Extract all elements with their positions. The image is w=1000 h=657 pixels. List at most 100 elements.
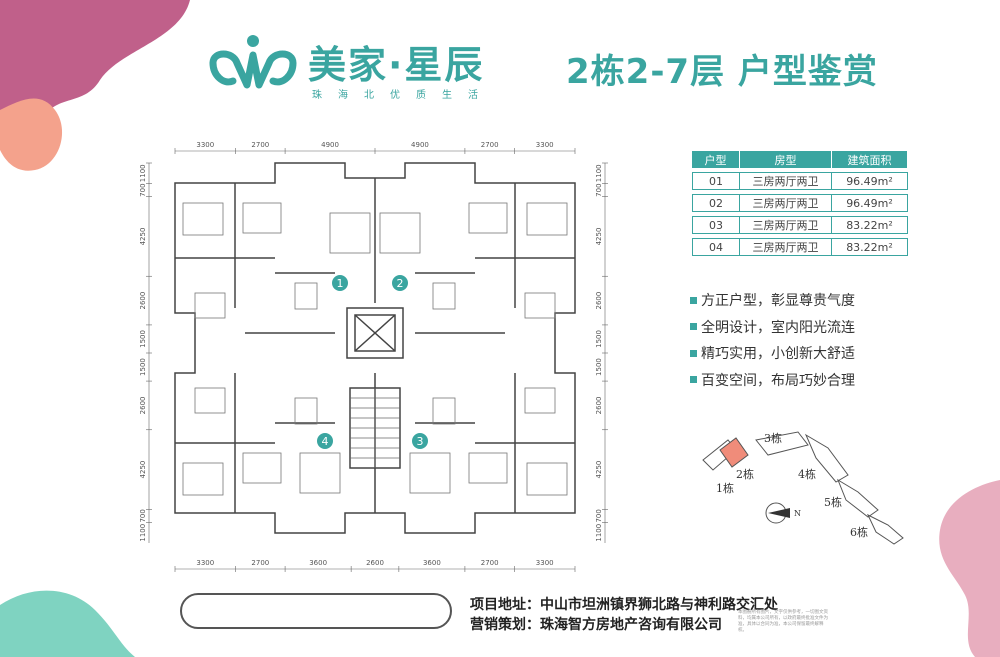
bullet-square-icon bbox=[690, 296, 697, 304]
list-item: 全明设计，室内阳光流连 bbox=[690, 317, 855, 337]
dimension-label: 1100 bbox=[139, 524, 147, 542]
plan-walls bbox=[174, 162, 576, 534]
unit-marker-circle bbox=[317, 433, 333, 449]
dimension-label: 3300 bbox=[196, 141, 214, 149]
cell-area: 96.49m² bbox=[832, 194, 908, 212]
pink-blob-top-left bbox=[0, 0, 190, 171]
dimension-label: 4250 bbox=[139, 461, 147, 479]
dimension-label: 2600 bbox=[595, 292, 603, 310]
empty-rounded-box bbox=[180, 593, 452, 629]
cell-layout: 三房两厅两卫 bbox=[740, 238, 832, 256]
mint-blob-bottom-left bbox=[0, 590, 135, 657]
cell-unit-no: 02 bbox=[692, 194, 740, 212]
unit-marker-circle bbox=[412, 433, 428, 449]
dimension-label: 700 bbox=[139, 509, 147, 522]
dimension-label: 1500 bbox=[595, 358, 603, 376]
dimension-label: 3300 bbox=[196, 559, 214, 567]
dimension-label: 1500 bbox=[595, 330, 603, 348]
dimension-label: 3300 bbox=[536, 141, 554, 149]
north-label: N bbox=[794, 509, 801, 518]
dimension-label: 700 bbox=[595, 183, 603, 196]
dimension-label: 700 bbox=[139, 183, 147, 196]
dimension-label: 4900 bbox=[411, 141, 429, 149]
cell-unit-no: 03 bbox=[692, 216, 740, 234]
building-2-outline bbox=[719, 437, 749, 468]
dimension-label: 2600 bbox=[139, 292, 147, 310]
sitemap-label: 5栋 bbox=[824, 495, 842, 509]
dimension-label: 4250 bbox=[595, 228, 603, 246]
furniture bbox=[182, 202, 568, 496]
sitemap-label: 4栋 bbox=[798, 467, 816, 481]
dimension-label: 1100 bbox=[139, 164, 147, 182]
unit-marker-circle bbox=[392, 275, 408, 291]
cell-layout: 三房两厅两卫 bbox=[740, 194, 832, 212]
table-header-layout: 房型 bbox=[740, 151, 832, 168]
dimension-label: 2600 bbox=[139, 396, 147, 414]
table-header-unit: 户型 bbox=[692, 151, 740, 168]
brand-name: 美家·星辰 bbox=[308, 43, 485, 87]
dimension-label: 700 bbox=[595, 509, 603, 522]
unit-marker-label: 1 bbox=[337, 277, 344, 290]
disclaimer-text: 本图册所有图片，文字仅供参考，一切图文资料，均属本公司所有，以政府最终批准文件为… bbox=[738, 610, 828, 633]
project-address: 项目地址：中山市坦洲镇界狮北路与神利路交汇处 bbox=[470, 597, 778, 613]
bullet-square-icon bbox=[690, 376, 697, 383]
dimension-label: 3600 bbox=[309, 559, 327, 567]
building-6-outline bbox=[866, 513, 904, 545]
marketing-agency: 营销策划：珠海智方房地产咨询有限公司 bbox=[470, 617, 722, 633]
brand-slogan: 珠海北优质生活 bbox=[312, 90, 494, 101]
building-3-outline bbox=[755, 431, 809, 456]
list-item: 精巧实用，小创新大舒适 bbox=[690, 343, 855, 363]
feature-list: 方正户型，彰显尊贵气度 全明设计，室内阳光流连 精巧实用，小创新大舒适 百变空间… bbox=[690, 290, 855, 396]
sitemap-label: 2栋 bbox=[736, 467, 754, 481]
feature-text: 精巧实用，小创新大舒适 bbox=[701, 346, 855, 362]
unit-marker-label: 4 bbox=[322, 435, 329, 448]
dimension-label: 2700 bbox=[251, 141, 269, 149]
table-row: 04 三房两厅两卫 83.22m² bbox=[692, 238, 908, 256]
cell-area: 83.22m² bbox=[832, 216, 908, 234]
list-item: 方正户型，彰显尊贵气度 bbox=[690, 290, 855, 310]
dimension-label: 2700 bbox=[481, 559, 499, 567]
list-item: 百变空间，布局巧妙合理 bbox=[690, 370, 855, 390]
unit-type-table: 户型 房型 建筑面积 01 三房两厅两卫 96.49m² 02 三房两厅两卫 9… bbox=[692, 147, 908, 260]
cell-layout: 三房两厅两卫 bbox=[740, 216, 832, 234]
dimension-label: 3300 bbox=[536, 559, 554, 567]
dimension-label: 4250 bbox=[139, 228, 147, 246]
bullet-square-icon bbox=[690, 349, 697, 357]
feature-text: 方正户型，彰显尊贵气度 bbox=[701, 293, 855, 309]
dimension-label: 4900 bbox=[321, 141, 339, 149]
dimension-label: 2700 bbox=[481, 141, 499, 149]
dimension-label: 4250 bbox=[595, 461, 603, 479]
table-row: 03 三房两厅两卫 83.22m² bbox=[692, 216, 908, 234]
unit-marker-circle bbox=[332, 275, 348, 291]
sitemap-label: 6栋 bbox=[850, 525, 868, 539]
bullet-square-icon bbox=[690, 323, 697, 330]
sitemap-label: 3栋 bbox=[764, 431, 782, 445]
table-header-area: 建筑面积 bbox=[832, 151, 908, 168]
page-title: 2栋2-7层 户型鉴赏 bbox=[566, 52, 878, 92]
stair-treads bbox=[350, 388, 400, 468]
table-row: 01 三房两厅两卫 96.49m² bbox=[692, 172, 908, 190]
site-map: N 1栋 2栋 3栋 4栋 5栋 6栋 bbox=[702, 431, 904, 545]
dimension-label: 1500 bbox=[139, 358, 147, 376]
dimension-label: 1500 bbox=[139, 330, 147, 348]
dimension-label: 2600 bbox=[366, 559, 384, 567]
cell-unit-no: 04 bbox=[692, 238, 740, 256]
cell-area: 83.22m² bbox=[832, 238, 908, 256]
feature-text: 百变空间，布局巧妙合理 bbox=[701, 372, 855, 389]
unit-marker-label: 3 bbox=[417, 435, 424, 448]
building-4-outline bbox=[804, 433, 849, 483]
sitemap-label: 1栋 bbox=[716, 481, 734, 495]
dimension-label: 1100 bbox=[595, 524, 603, 542]
dimension-label: 1100 bbox=[595, 164, 603, 182]
dimension-label: 3600 bbox=[423, 559, 441, 567]
table-row: 02 三房两厅两卫 96.49m² bbox=[692, 194, 908, 212]
unit-markers: 1 2 3 4 bbox=[317, 275, 428, 449]
unit-marker-label: 2 bbox=[397, 277, 404, 290]
cell-unit-no: 01 bbox=[692, 172, 740, 190]
brand-logo bbox=[209, 35, 297, 89]
building-5-outline bbox=[836, 478, 879, 518]
cell-layout: 三房两厅两卫 bbox=[740, 172, 832, 190]
pink-blob-right bbox=[939, 480, 1000, 657]
